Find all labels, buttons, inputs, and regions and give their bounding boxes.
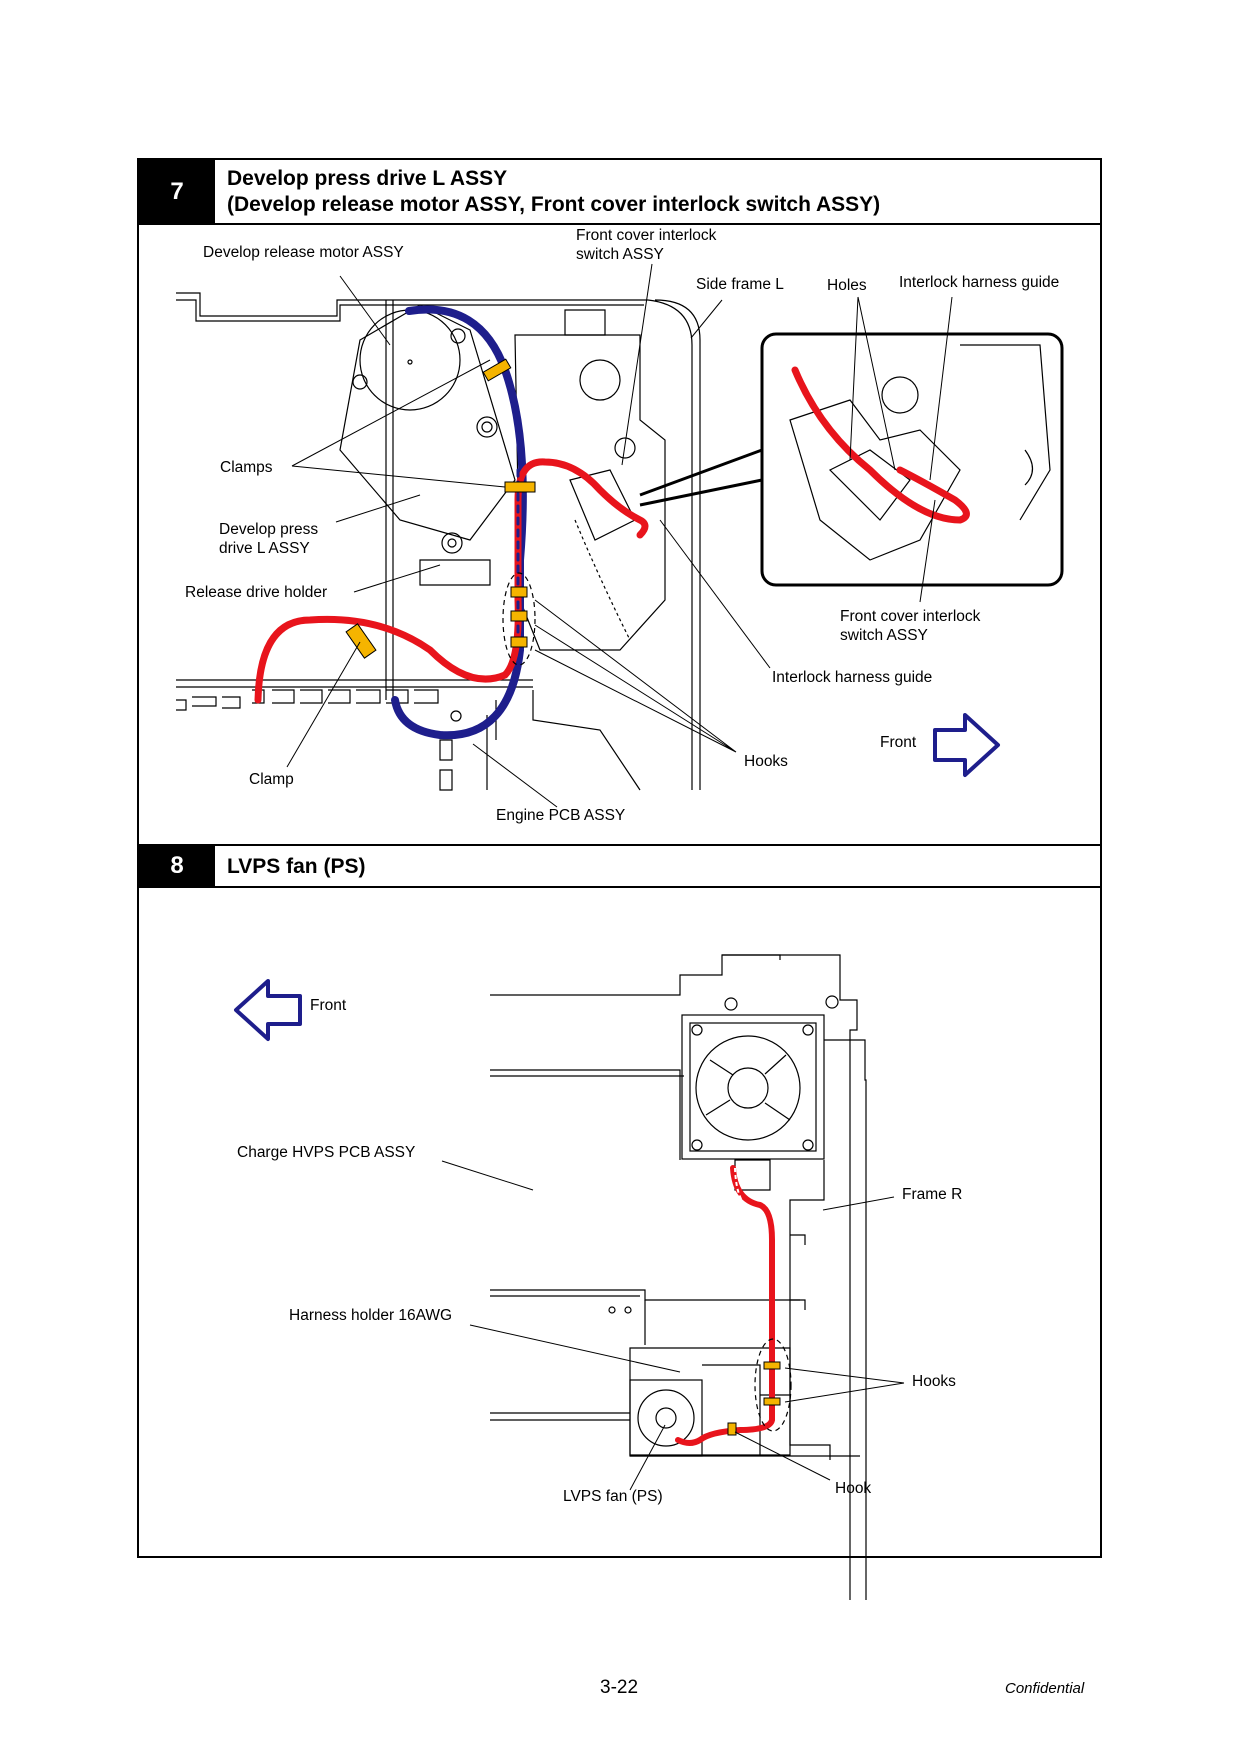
- section-7-number: 7: [139, 160, 215, 223]
- label-harness-holder: Harness holder 16AWG: [289, 1307, 453, 1324]
- label-holes: Holes: [827, 277, 867, 294]
- section-divider: [139, 844, 1100, 846]
- label-clamp: Clamp: [249, 771, 294, 788]
- label-hooks-8: Hooks: [912, 1373, 956, 1390]
- content-frame: 7 Develop press drive L ASSY (Develop re…: [137, 158, 1102, 1558]
- label-develop-release-motor: Develop release motor ASSY: [203, 244, 404, 261]
- label-front-cover-interlock-top-1: Front cover interlock: [576, 227, 717, 244]
- label-side-frame-l: Side frame L: [696, 276, 784, 293]
- label-clamps: Clamps: [220, 459, 273, 476]
- label-charge-hvps: Charge HVPS PCB ASSY: [237, 1144, 416, 1161]
- section-7-title-line2: (Develop release motor ASSY, Front cover…: [227, 193, 881, 216]
- label-hooks-7: Hooks: [744, 753, 788, 770]
- section-7-title-line1: Develop press drive L ASSY: [227, 167, 508, 190]
- label-interlock-harness-guide-bottom: Interlock harness guide: [772, 669, 933, 686]
- section-7-header: 7 Develop press drive L ASSY (Develop re…: [139, 160, 1100, 225]
- label-develop-press-1: Develop press: [219, 521, 319, 538]
- section-7-title: Develop press drive L ASSY (Develop rele…: [227, 166, 880, 218]
- label-engine-pcb: Engine PCB ASSY: [496, 807, 626, 824]
- label-hook: Hook: [835, 1480, 872, 1497]
- label-frame-r: Frame R: [902, 1186, 963, 1203]
- label-front-cover-interlock-bottom-2: switch ASSY: [840, 627, 928, 644]
- label-front-cover-interlock-top-2: switch ASSY: [576, 246, 664, 263]
- page-number: 3-22: [600, 1677, 639, 1698]
- section-8-number: 8: [139, 846, 215, 886]
- section-8-header: 8 LVPS fan (PS): [139, 846, 1100, 888]
- label-front-8: Front: [310, 997, 347, 1014]
- label-release-drive-holder: Release drive holder: [185, 584, 328, 601]
- label-front-cover-interlock-bottom-1: Front cover interlock: [840, 608, 981, 625]
- label-interlock-harness-guide-top: Interlock harness guide: [899, 274, 1060, 291]
- label-front-7: Front: [880, 734, 917, 751]
- label-lvps-fan: LVPS fan (PS): [563, 1488, 663, 1505]
- section-7-diagram: [176, 263, 1064, 808]
- confidential-label: Confidential: [1005, 1680, 1085, 1697]
- section-8-title: LVPS fan (PS): [227, 855, 366, 878]
- label-develop-press-2: drive L ASSY: [219, 540, 310, 557]
